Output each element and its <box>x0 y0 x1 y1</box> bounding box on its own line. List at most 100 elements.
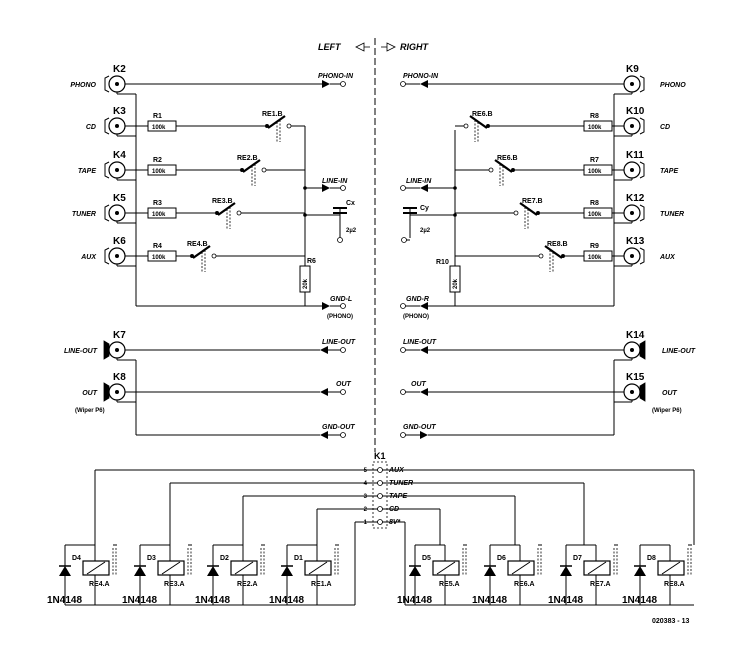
left-channel-label: LEFT <box>318 42 342 52</box>
right-relay-contact <box>469 115 488 129</box>
right-resistor-ref: R8 <box>590 113 599 120</box>
gnd-l-arrow-icon <box>322 302 330 310</box>
right-phono-in-arrow-icon <box>420 80 428 88</box>
right-line-out-label: LINE-OUT <box>403 339 437 346</box>
k1-pin-number: 1 <box>364 520 368 526</box>
left-input-label: CD <box>86 124 96 131</box>
left-relay-ref: RE1.B <box>262 111 283 118</box>
diode-ref: D8 <box>647 555 656 562</box>
figure-id: 020383 - 13 <box>652 618 689 625</box>
right-connector-ref: K11 <box>626 150 644 161</box>
left-phono-in-label: PHONO-IN <box>318 73 354 80</box>
right-resistor-ref: R8 <box>590 200 599 207</box>
left-connector-ref: K3 <box>113 106 126 117</box>
k1-label: K1 <box>374 451 386 461</box>
left-relay-contact <box>242 159 261 173</box>
right-cap-value: 2µ2 <box>420 228 431 234</box>
right-gnd-note: (PHONO) <box>403 314 429 320</box>
relay-coil-ref: RE2.A <box>237 581 258 588</box>
right-relay-ref: RE6.B <box>497 155 518 162</box>
left-input-label: TAPE <box>78 168 96 175</box>
diode-ref: D1 <box>294 555 303 562</box>
diode-ref: D6 <box>497 555 506 562</box>
right-resistor-value: 100k <box>588 169 602 175</box>
right-r10-ref: R10 <box>436 259 449 266</box>
left-relay-contact <box>267 115 286 129</box>
left-resistor-value: 100k <box>152 169 166 175</box>
left-r6-value: 20k <box>303 278 309 289</box>
gnd-r-terminal <box>400 303 406 309</box>
left-line-in-terminal <box>340 185 346 191</box>
diode-icon <box>484 566 496 576</box>
right-input-label: CD <box>660 124 670 131</box>
left-resistor-value: 100k <box>152 125 166 131</box>
right-relay-ref: RE8.B <box>547 241 568 248</box>
left-input-label: AUX <box>80 254 97 261</box>
gnd-l-terminal <box>340 303 346 309</box>
right-out-label: OUT <box>411 381 427 388</box>
left-connector-ref: K5 <box>113 193 126 204</box>
right-connector-ref: K10 <box>626 106 645 117</box>
diode-part-number: 1N4148 <box>548 595 583 606</box>
left-resistor-value: 100k <box>152 212 166 218</box>
diode-part-number: 1N4148 <box>472 595 507 606</box>
line-in-arrow-icon <box>322 184 330 192</box>
right-input-label: TAPE <box>660 168 678 175</box>
right-relay-contact <box>519 202 538 216</box>
relay-coil-ref: RE3.A <box>164 581 185 588</box>
right-relay-contact <box>494 159 513 173</box>
left-relay-ref: RE3.B <box>212 198 233 205</box>
right-connector-ref: K9 <box>626 64 639 75</box>
left-gnd-note: (PHONO) <box>327 314 353 320</box>
gnd-r-arrow-icon <box>420 302 428 310</box>
relay-coil-ref: RE6.A <box>514 581 535 588</box>
right-gnd-label: GND-R <box>406 296 429 303</box>
right-relay-contact <box>544 245 563 259</box>
left-out-label: OUT <box>336 381 352 388</box>
right-channel-label: RIGHT <box>400 42 430 52</box>
diode-part-number: 1N4148 <box>122 595 157 606</box>
diode-part-number: 1N4148 <box>47 595 82 606</box>
left-resistor-ref: R1 <box>153 113 162 120</box>
left-input-label: TUNER <box>72 211 96 218</box>
k1-pin-number: 2 <box>364 507 368 513</box>
left-relay-contact <box>192 245 211 259</box>
k1-pin <box>377 493 383 499</box>
left-gnd-out-terminal <box>340 432 346 438</box>
right-gnd-out-label: GND-OUT <box>403 424 436 431</box>
diode-icon <box>207 566 219 576</box>
k1-pin <box>377 506 383 512</box>
left-connector-ref: K6 <box>113 236 126 247</box>
right-gnd-out-terminal <box>400 432 406 438</box>
right-cap-ref: Cy <box>420 205 429 212</box>
k1-pin-number: 4 <box>364 481 368 487</box>
left-connector-ref: K2 <box>113 64 126 75</box>
left-resistor-ref: R2 <box>153 157 162 164</box>
right-output-note: (Wiper P6) <box>652 408 682 414</box>
left-resistor-ref: R3 <box>153 200 162 207</box>
k1-pin-number: 5 <box>364 468 368 474</box>
left-connector-ref: K4 <box>113 150 126 161</box>
right-output-connector-ref: K15 <box>626 372 645 383</box>
left-relay-ref: RE4.B <box>187 241 208 248</box>
right-relay-ref: RE6.B <box>472 111 493 118</box>
left-cap-value: 2µ2 <box>346 228 357 234</box>
right-relay-ref: RE7.B <box>522 198 543 205</box>
left-r6-ref: R6 <box>307 258 316 265</box>
right-output-label: LINE-OUT <box>662 348 696 355</box>
phono-in-arrow-icon <box>322 80 330 88</box>
left-line-in-label: LINE-IN <box>322 178 348 185</box>
left-resistor-ref: R4 <box>153 243 162 250</box>
left-input-label: PHONO <box>70 82 96 89</box>
left-output-connector-ref: K8 <box>113 372 126 383</box>
right-phono-in-label: PHONO-IN <box>403 73 439 80</box>
right-arrow-icon <box>386 42 396 52</box>
right-input-section: K9PHONOPHONO-INK10CD100kR8RE6.BK11TAPE10… <box>400 64 686 272</box>
right-line-in-label: LINE-IN <box>406 178 432 185</box>
left-relay-contact <box>217 202 236 216</box>
left-cap-ref: Cx <box>346 200 355 207</box>
